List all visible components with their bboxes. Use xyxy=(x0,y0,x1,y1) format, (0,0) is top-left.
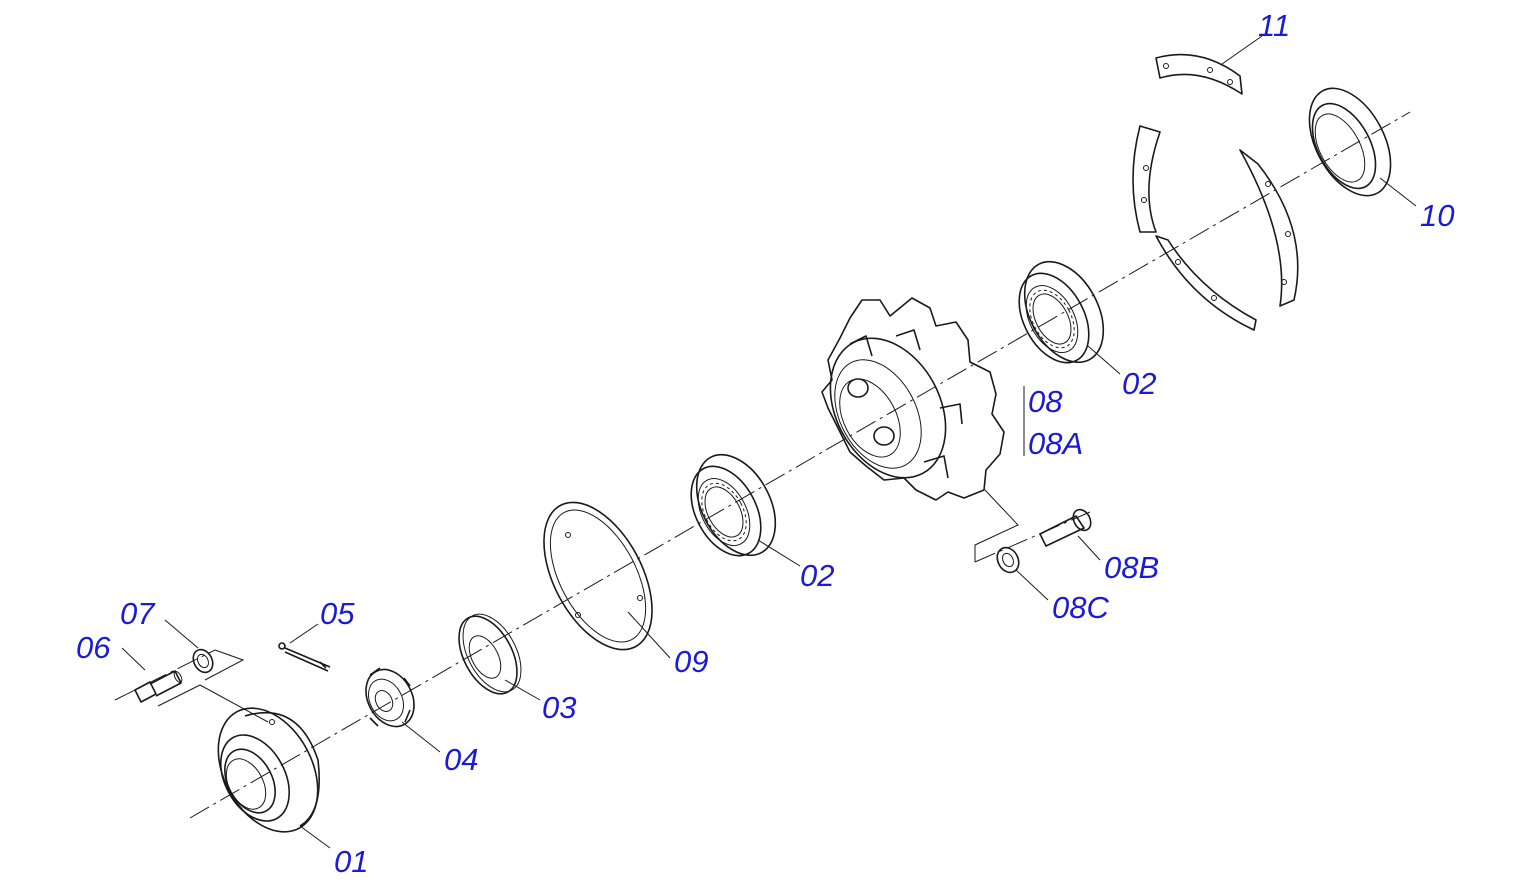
callout-11: 11 xyxy=(1258,8,1290,43)
part-10-oil-seal xyxy=(1308,87,1392,197)
callout-08C: 08C xyxy=(1052,590,1109,625)
callout-01: 01 xyxy=(334,844,368,879)
bolt-axis-line xyxy=(114,649,216,701)
callout-labels: 01 06 07 05 04 03 09 02 02 08 08A 08B 08… xyxy=(76,8,1454,879)
callout-07: 07 xyxy=(120,596,156,631)
callout-03: 03 xyxy=(542,690,576,725)
callout-06: 06 xyxy=(76,630,111,665)
callout-08B: 08B xyxy=(1104,550,1159,585)
part-09-gasket xyxy=(543,501,653,651)
part-08B-side-bolt xyxy=(1039,508,1092,547)
callout-10: 10 xyxy=(1420,198,1454,233)
bolt-group-bracket xyxy=(157,649,269,723)
callout-04: 04 xyxy=(444,742,478,777)
part-04-castle-nut xyxy=(365,667,415,728)
callout-leaders xyxy=(121,35,1417,849)
part-02-inner-bearing xyxy=(690,453,777,557)
callout-08: 08 xyxy=(1028,384,1063,419)
part-06-bolt xyxy=(134,670,183,703)
callout-02-upper: 02 xyxy=(1122,366,1156,401)
part-02-outer-bearing xyxy=(1018,260,1105,364)
part-07-washer xyxy=(192,648,214,674)
callout-02-lower: 02 xyxy=(800,558,834,593)
part-01-hub-cover xyxy=(217,707,320,833)
callout-09: 09 xyxy=(674,644,708,679)
part-segmented-ring xyxy=(1132,125,1299,331)
center-axis-line xyxy=(189,111,1411,819)
part-08C-side-nut xyxy=(996,546,1020,574)
callout-08A: 08A xyxy=(1028,426,1083,461)
part-11-ring-segment xyxy=(1155,53,1243,95)
callout-05: 05 xyxy=(320,596,355,631)
side-bolt-bracket xyxy=(974,489,1019,562)
part-08-hub-sprocket xyxy=(821,297,1005,501)
side-bolt-axis-line xyxy=(974,511,1091,563)
part-03-thrust-washer xyxy=(458,613,522,695)
part-05-cotter-pin xyxy=(278,642,331,672)
